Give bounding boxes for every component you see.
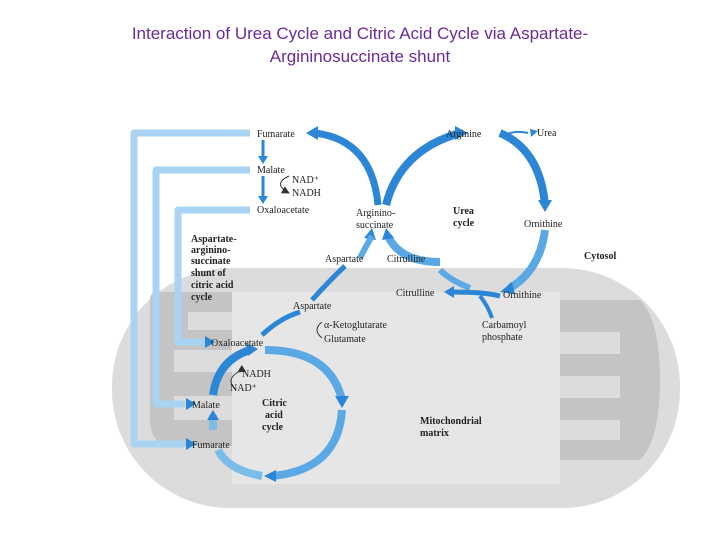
arrowhead-malate-to-oxaloacetate	[258, 196, 268, 204]
arrowhead-to-argininosuccinate	[382, 228, 394, 240]
label-fumarate-top: Fumarate	[257, 129, 295, 140]
arrowhead-citric-to-oxaloacetate	[246, 343, 258, 356]
slide-title-line2: Argininosuccinate shunt	[269, 47, 451, 66]
label-malate-top: Malate	[257, 165, 285, 176]
arrowhead-to-fumarate	[306, 126, 318, 140]
label-shunt-5: citric acid	[191, 280, 234, 291]
label-argininosuccinate-1: Arginino-	[356, 208, 395, 219]
slide-title-line1: Interaction of Urea Cycle and Citric Aci…	[131, 24, 589, 43]
label-aspartate-cytosol: Aspartate	[325, 254, 364, 265]
arrow-citrulline-matrix-to-cytosol	[437, 267, 472, 291]
label-citrulline-matrix: Citrulline	[396, 288, 435, 299]
shunt-arrowhead-malate	[186, 398, 196, 410]
label-mitochondrial-matrix-2: matrix	[420, 428, 449, 439]
labels: Fumarate Malate NAD⁺ NADH Oxaloacetate A…	[191, 128, 616, 451]
label-citric-acid-cycle-3: cycle	[262, 422, 284, 433]
label-citric-acid-cycle-2: acid	[265, 410, 283, 421]
citric-cycle-arrowheads	[207, 343, 349, 482]
label-nad-plus-matrix: NAD⁺	[230, 383, 257, 394]
label-shunt-4: shunt of	[191, 268, 226, 279]
label-cytosol: Cytosol	[584, 251, 616, 262]
mitochondrion-matrix-area	[232, 292, 560, 484]
label-fumarate-matrix: Fumarate	[192, 440, 230, 451]
shunt-path-fumarate	[130, 129, 250, 448]
label-shunt-3: succinate	[191, 256, 231, 267]
arrow-oxaloacetate-to-aspartate	[260, 309, 301, 337]
label-ornithine-top: Ornithine	[524, 219, 563, 230]
label-ornithine-matrix: Ornithine	[503, 290, 542, 301]
label-mitochondrial-matrix-1: Mitochondrial	[420, 416, 482, 427]
shunt-arrowheads	[186, 336, 215, 450]
urea-arc-arginine-to-ornithine	[498, 129, 549, 206]
label-citric-acid-cycle-1: Citric	[262, 398, 288, 409]
arrowhead-citric-bottom	[264, 470, 276, 482]
citric-arc-malate-to-oxaloacetate	[209, 346, 252, 396]
transamination-curve	[316, 321, 323, 339]
label-urea: Urea	[537, 128, 557, 139]
arrowhead-fumarate-to-malate	[258, 156, 268, 164]
label-citrulline-cytosol: Citrulline	[387, 254, 426, 265]
arrowhead-to-ornithine	[538, 200, 552, 212]
arrow-aspartate-to-argininosuccinate	[357, 234, 375, 260]
label-glutamate: Glutamate	[324, 334, 366, 345]
arrowhead-to-citrulline-matrix	[444, 286, 454, 298]
shunt-pathways	[130, 129, 250, 448]
urea-arc-ornithine-to-matrix	[507, 229, 549, 292]
citric-arc-right-to-bottom	[271, 409, 346, 480]
mitochondrion	[112, 268, 680, 508]
shunt-path-oxaloacetate	[174, 206, 250, 346]
arrowhead-to-ornithine-matrix	[500, 282, 515, 294]
label-alpha-ketoglutarate: α-Ketoglutarate	[324, 320, 388, 331]
urea-cycle-arrowheads	[364, 126, 552, 294]
urea-arrow	[504, 130, 529, 136]
shunt-path-malate	[152, 166, 250, 408]
label-urea-cycle-1: Urea	[453, 206, 474, 217]
urea-cycle	[382, 129, 549, 292]
label-carbamoyl-phosphate-2: phosphate	[482, 332, 523, 343]
label-nadh-matrix: NADH	[242, 369, 271, 380]
arc-argininosuccinate-to-fumarate	[314, 129, 382, 206]
label-oxaloacetate-top: Oxaloacetate	[257, 205, 310, 216]
label-shunt-2: arginino-	[191, 245, 230, 256]
nad-curve-matrix	[230, 364, 247, 391]
label-arginine: Arginine	[446, 129, 482, 140]
arrow-ornithine-to-citrulline-matrix	[451, 289, 501, 299]
arrow-carbamoyl-phosphate	[478, 294, 494, 319]
arrowhead-to-arginine	[455, 126, 468, 140]
mitochondrion-cristae-right	[560, 300, 660, 460]
label-urea-cycle-2: cycle	[453, 218, 475, 229]
shunt-arrowhead-fumarate	[186, 438, 196, 450]
label-nad-plus-top: NAD⁺	[292, 175, 319, 186]
shunt-arrowhead-oxaloacetate	[205, 336, 215, 348]
label-shunt-1: Aspartate-	[191, 234, 237, 245]
arrow-aspartate-matrix-to-cytosol	[310, 264, 347, 302]
label-shunt-6: cycle	[191, 292, 213, 303]
citric-arc-oxaloacetate-to-right	[264, 346, 346, 402]
label-oxaloacetate-matrix: Oxaloacetate	[211, 338, 264, 349]
citric-arc-bottom-to-fumarate	[214, 447, 263, 480]
label-malate-matrix: Malate	[192, 400, 220, 411]
label-argininosuccinate-2: succinate	[356, 220, 394, 231]
urea-arrowhead	[530, 129, 538, 137]
label-aspartate-matrix: Aspartate	[293, 301, 332, 312]
arrowhead-citric-to-malate	[207, 410, 219, 420]
arrowhead-citric-right	[335, 396, 349, 408]
citric-acid-cycle	[209, 346, 346, 480]
nad-curve-top	[280, 175, 290, 194]
label-carbamoyl-phosphate-1: Carbamoyl	[482, 320, 527, 331]
slide-title: Interaction of Urea Cycle and Citric Aci…	[20, 22, 700, 68]
urea-arc-argininosuccinate-to-arginine	[382, 129, 462, 207]
urea-arc-citrulline-to-argininosuccinate	[384, 234, 441, 266]
label-nadh-top: NADH	[292, 188, 321, 199]
cytosol-malate-arrows	[258, 140, 268, 204]
